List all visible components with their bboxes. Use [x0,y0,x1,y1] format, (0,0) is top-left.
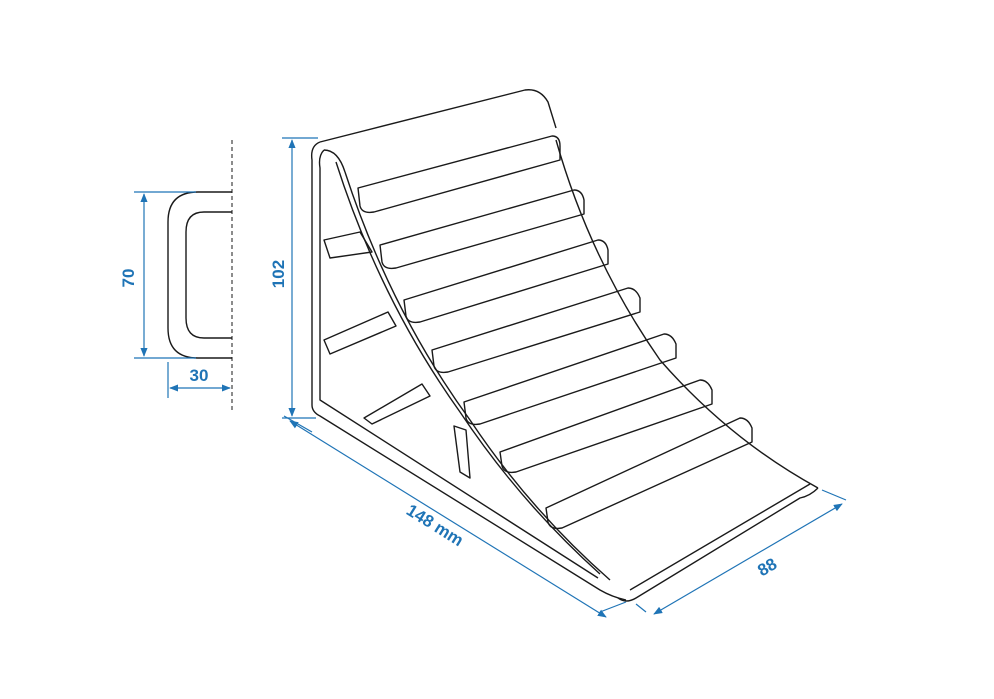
chock-ramp-left-edge [344,171,611,581]
dimension-width-profile [167,362,231,398]
chock-side-inner [318,149,599,579]
ramp-ridge-6 [499,379,713,474]
chock-rib-1 [323,231,373,259]
ramp-ridge-5 [463,333,677,426]
wheel-chock-body [310,89,819,602]
profile-outer-outline [167,191,232,359]
ramp-ridge-7 [545,417,753,530]
ramp-ridge-3 [403,239,609,324]
chock-rib-4 [453,425,471,479]
chock-ramp-left-edge-inner [335,161,601,575]
chock-top-front [323,149,346,173]
chock-side-outer [310,141,627,601]
dimension-length-chock [283,415,627,618]
dimension-label-70: 70 [119,269,138,288]
profile-inner-outline [185,211,232,339]
chock-rib-2 [323,311,397,355]
chock-front-lip-inner [629,483,811,591]
dimension-label-88: 88 [754,554,780,580]
profile-cross-section [167,140,233,410]
dimension-height-profile [134,191,196,359]
dimension-label-102: 102 [269,260,288,288]
chock-rib-3 [363,383,431,425]
chock-ramp-right-edge [555,139,819,489]
chock-top-back [319,89,557,143]
dimension-width-chock [635,489,847,615]
ramp-ridge-1 [357,135,561,214]
ramp-ridge-2 [379,189,585,270]
ramp-ridge-4 [431,287,641,374]
dimension-label-30: 30 [190,366,209,385]
chock-front-lip [617,487,819,602]
